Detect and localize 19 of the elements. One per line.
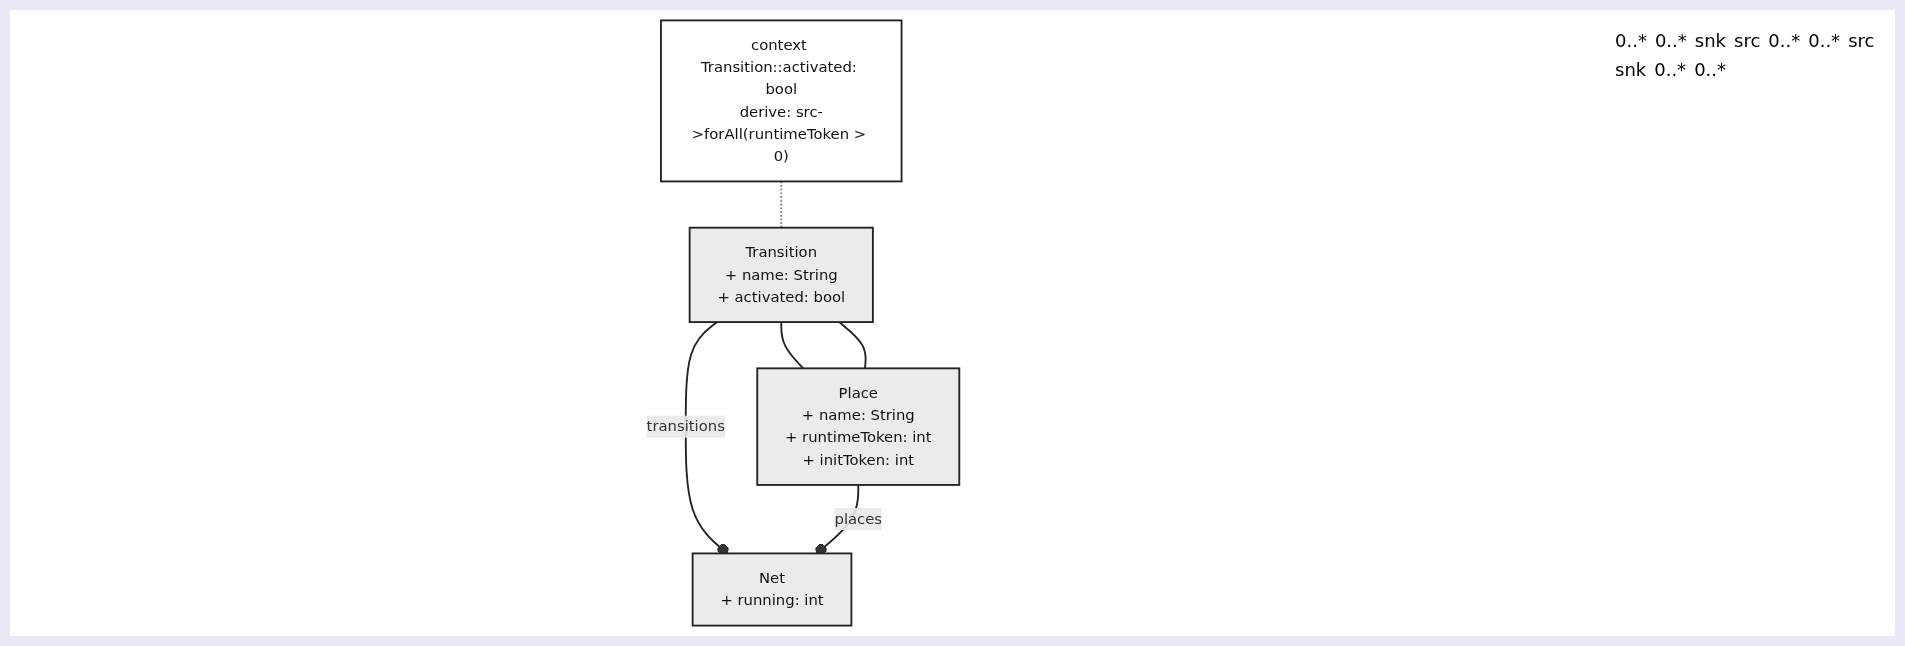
multiplicity-label: 0..* — [1694, 59, 1727, 80]
edge-label: transitions — [646, 417, 725, 435]
multiplicity-label: snk — [1694, 30, 1727, 51]
connector — [837, 321, 867, 370]
connector — [779, 321, 804, 370]
multiplicity-label: src — [1734, 30, 1761, 51]
multiplicity-label: 0..* — [1768, 30, 1801, 51]
multiplicity-label: snk — [1615, 59, 1647, 80]
connector — [779, 180, 782, 229]
node-box: context Transition::activated: bool derive: src->forAll(runtimeToken > 0) — [659, 19, 902, 183]
multiplicity-label: 0..* — [1615, 30, 1647, 51]
node-box: Net + running: int — [691, 552, 852, 627]
multiplicity-label: src — [1848, 30, 1875, 51]
multiplicity-label: 0..* — [1808, 30, 1841, 51]
multiplicity-label: 0..* — [1654, 30, 1687, 51]
node-box: Place + name: String + runtimeToken: int + initToken: int — [755, 367, 960, 486]
multiplicity-label: 0..* — [1654, 59, 1687, 80]
node-box: Transition + name: String + activated: bool — [688, 226, 874, 323]
edge-label: places — [834, 509, 882, 528]
